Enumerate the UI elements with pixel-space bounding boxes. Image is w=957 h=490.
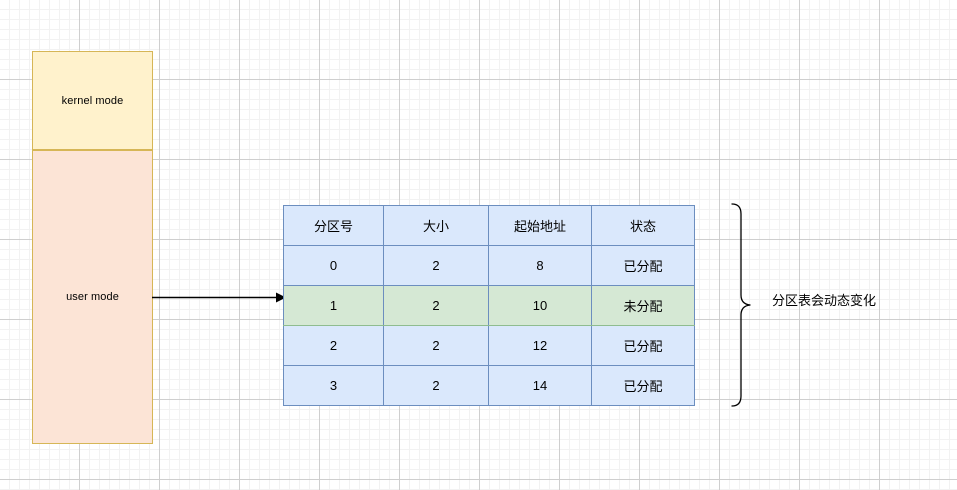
user-mode-box[interactable]: user mode bbox=[32, 150, 153, 444]
cell-status: 未分配 bbox=[591, 285, 695, 326]
kernel-mode-box[interactable]: kernel mode bbox=[32, 51, 153, 150]
cell-start-address: 12 bbox=[488, 325, 592, 366]
cell-size: 2 bbox=[383, 365, 489, 406]
table-row[interactable]: 0 2 8 已分配 bbox=[283, 245, 695, 286]
user-mode-to-table-arrow bbox=[152, 292, 286, 303]
right-curly-brace-icon bbox=[731, 203, 751, 407]
cell-partition-id: 2 bbox=[283, 325, 384, 366]
table-row[interactable]: 2 2 12 已分配 bbox=[283, 325, 695, 366]
cell-status: 已分配 bbox=[591, 245, 695, 286]
cell-partition-id: 3 bbox=[283, 365, 384, 406]
cell-partition-id: 0 bbox=[283, 245, 384, 286]
cell-start-address: 14 bbox=[488, 365, 592, 406]
annotation-label: 分区表会动态变化 bbox=[772, 293, 877, 308]
partition-table: 分区号 大小 起始地址 状态 0 2 8 已分配 1 2 10 未分配 2 2 bbox=[283, 205, 695, 406]
column-header-size: 大小 bbox=[383, 205, 489, 246]
kernel-mode-label: kernel mode bbox=[61, 94, 124, 107]
user-mode-label: user mode bbox=[66, 291, 119, 303]
cell-partition-id: 1 bbox=[283, 285, 384, 326]
column-header-partition-id: 分区号 bbox=[283, 205, 384, 246]
cell-size: 2 bbox=[383, 325, 489, 366]
column-header-start-address: 起始地址 bbox=[488, 205, 592, 246]
table-header-row: 分区号 大小 起始地址 状态 bbox=[283, 205, 695, 246]
cell-status: 已分配 bbox=[591, 365, 695, 406]
table-row[interactable]: 1 2 10 未分配 bbox=[283, 285, 695, 326]
table-row[interactable]: 3 2 14 已分配 bbox=[283, 365, 695, 406]
cell-start-address: 10 bbox=[488, 285, 592, 326]
column-header-status: 状态 bbox=[591, 205, 695, 246]
cell-status: 已分配 bbox=[591, 325, 695, 366]
cell-size: 2 bbox=[383, 245, 489, 286]
cell-size: 2 bbox=[383, 285, 489, 326]
cell-start-address: 8 bbox=[488, 245, 592, 286]
